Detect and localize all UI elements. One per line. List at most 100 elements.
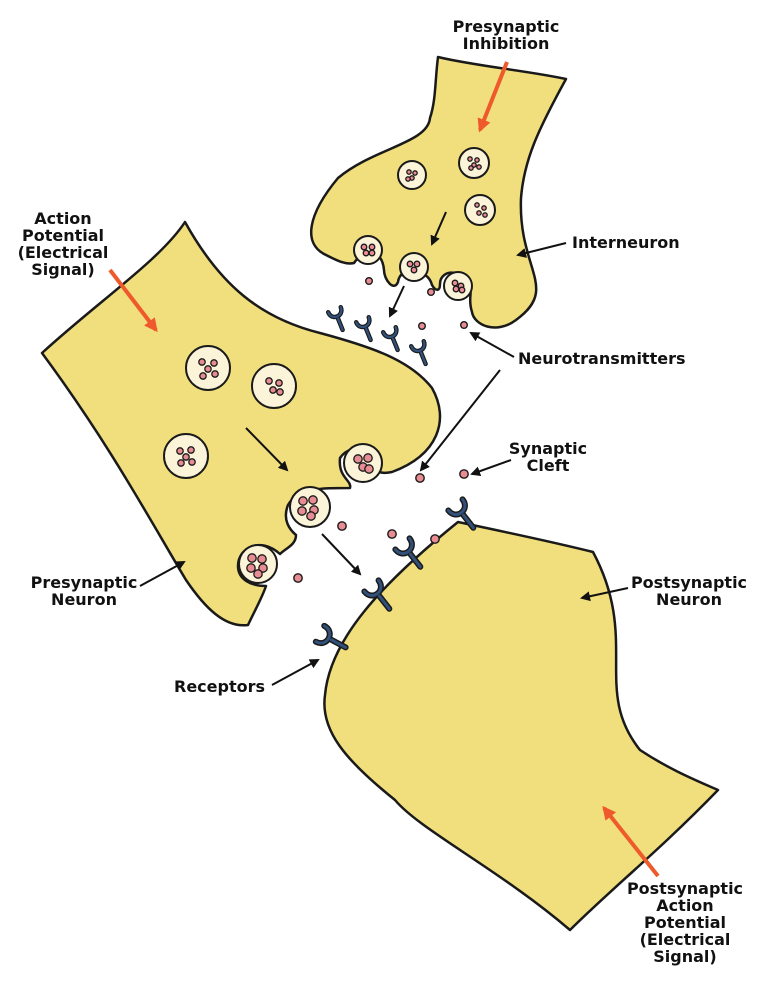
neurotransmitter-dot-icon (452, 285, 460, 293)
neurotransmitter-dot-icon (458, 286, 466, 294)
vesicle-membrane (238, 544, 278, 584)
neurotransmitter-dot-icon (406, 169, 412, 175)
neurotransmitter-dot-icon (413, 260, 421, 268)
vesicle-icon (443, 271, 473, 301)
neurotransmitter-dot-icon (474, 157, 480, 163)
label-line: Presynaptic (30, 573, 138, 592)
neurotransmitter-dot-icon (353, 454, 363, 464)
label-line: Signal) (31, 260, 95, 279)
label-synaptic-cleft: Synaptic Cleft (508, 440, 588, 474)
neurotransmitter-dot-icon (187, 446, 195, 454)
neurotransmitter-dot-icon (415, 473, 425, 483)
receptor-icon (380, 324, 400, 353)
neurotransmitter-dot-icon (297, 506, 307, 516)
neurotransmitter-dot-icon (337, 521, 347, 531)
label-line: Potential (643, 913, 727, 932)
neurotransmitter-dot-icon (253, 569, 263, 579)
neurotransmitter-dot-icon (468, 165, 474, 171)
neurotransmitter-dot-icon (430, 534, 440, 544)
neurotransmitter-dot-icon (204, 365, 212, 373)
vesicle-membrane (289, 486, 331, 528)
neurotransmitter-dot-icon (418, 322, 427, 331)
label-line: Postsynaptic (626, 879, 744, 898)
receptor-cup (362, 578, 383, 597)
neurotransmitter-dot-icon (482, 212, 488, 218)
label-interneuron: Interneuron (572, 234, 680, 251)
receptor-stem (419, 351, 427, 366)
neurotransmitter-dot-icon (405, 176, 411, 182)
neurotransmitter-dot-icon (199, 372, 207, 380)
neurotransmitter-dot-icon (211, 370, 219, 378)
neurotransmitter-dot-icon (275, 379, 283, 387)
arrow-interneuron-vesicle (430, 211, 447, 246)
label-line: Neurotransmitters (518, 349, 686, 368)
label-postsynaptic-action-potential: Postsynaptic Action Potential (Electrica… (618, 880, 752, 965)
neurotransmitter-dot-icon (412, 170, 418, 176)
neurotransmitter-dot-icon (460, 321, 469, 330)
arrow-to-synaptic-cleft (470, 459, 512, 477)
neurotransmitter-dot-icon (298, 496, 308, 506)
label-line: Synaptic (508, 439, 588, 458)
neurotransmitter-dot-icon (459, 469, 469, 479)
neurotransmitter-dot-icon (365, 277, 374, 286)
vesicle-icon (251, 363, 297, 409)
neurotransmitter-dot-icon (269, 386, 277, 394)
neurotransmitter-dot-icon (293, 573, 303, 583)
label-line: Potential (21, 226, 105, 245)
neurotransmitter-dot-icon (368, 249, 376, 257)
label-line: Inhibition (462, 34, 550, 53)
vesicle-icon (353, 235, 383, 265)
label-line: Postsynaptic (630, 573, 748, 592)
label-line: Presynaptic (452, 17, 560, 36)
receptor-stem (391, 337, 399, 352)
neurotransmitter-dot-icon (198, 358, 206, 366)
receptor-stem (364, 327, 372, 342)
receptor-cup (327, 306, 343, 319)
receptor-icon (312, 622, 349, 651)
neurotransmitter-dot-icon (306, 511, 316, 521)
neurotransmitter-dot-icon (265, 377, 273, 385)
label-presynaptic-inhibition: Presynaptic Inhibition (446, 18, 566, 52)
receptor-icon (445, 496, 477, 531)
label-line: Receptors (174, 677, 266, 696)
receptor-cup (355, 316, 371, 329)
neurotransmitter-dot-icon (246, 563, 256, 573)
arrow-to-neurotransmitter-lower (419, 369, 501, 472)
neurotransmitter-dot-icon (410, 266, 418, 274)
neurotransmitter-dot-icon (363, 453, 373, 463)
vesicle-icon (238, 544, 278, 584)
neurotransmitter-dot-icon (362, 249, 370, 257)
arrow-to-interneuron (516, 242, 567, 258)
receptor-cup (382, 326, 398, 339)
interneuron-body (310, 55, 568, 329)
vesicle-icon (399, 252, 429, 282)
label-line: Cleft (526, 456, 570, 475)
receptor-stem (336, 317, 344, 332)
neurotransmitter-dot-icon (247, 553, 257, 563)
neurotransmitter-dot-icon (467, 156, 473, 162)
neurotransmitter-dot-icon (360, 243, 368, 251)
neurotransmitter-dot-icon (308, 495, 318, 505)
label-line: Neuron (51, 590, 117, 609)
label-line: Neuron (656, 590, 722, 609)
neurotransmitter-dot-icon (406, 260, 414, 268)
receptor-stem (377, 594, 391, 611)
neurotransmitter-dot-icon (427, 288, 436, 297)
neurotransmitter-dot-icon (176, 447, 184, 455)
vesicle-membrane (397, 160, 427, 190)
arrow-presynaptic-inhibition (477, 61, 509, 133)
neurotransmitter-dot-icon (177, 459, 185, 467)
neurotransmitter-dot-icon (476, 164, 482, 170)
receptor-icon (325, 304, 345, 333)
neurotransmitter-dot-icon (276, 388, 284, 396)
arrow-to-presynaptic-neuron (139, 561, 186, 587)
neurotransmitter-dot-icon (210, 359, 218, 367)
arrow-presynaptic-release (321, 533, 362, 576)
neurotransmitter-dot-icon (257, 554, 267, 564)
vesicle-membrane (464, 194, 496, 226)
receptor-icon (361, 577, 393, 612)
label-line: Interneuron (572, 233, 680, 252)
receptor-cup (446, 497, 467, 516)
receptor-stem (408, 552, 422, 569)
